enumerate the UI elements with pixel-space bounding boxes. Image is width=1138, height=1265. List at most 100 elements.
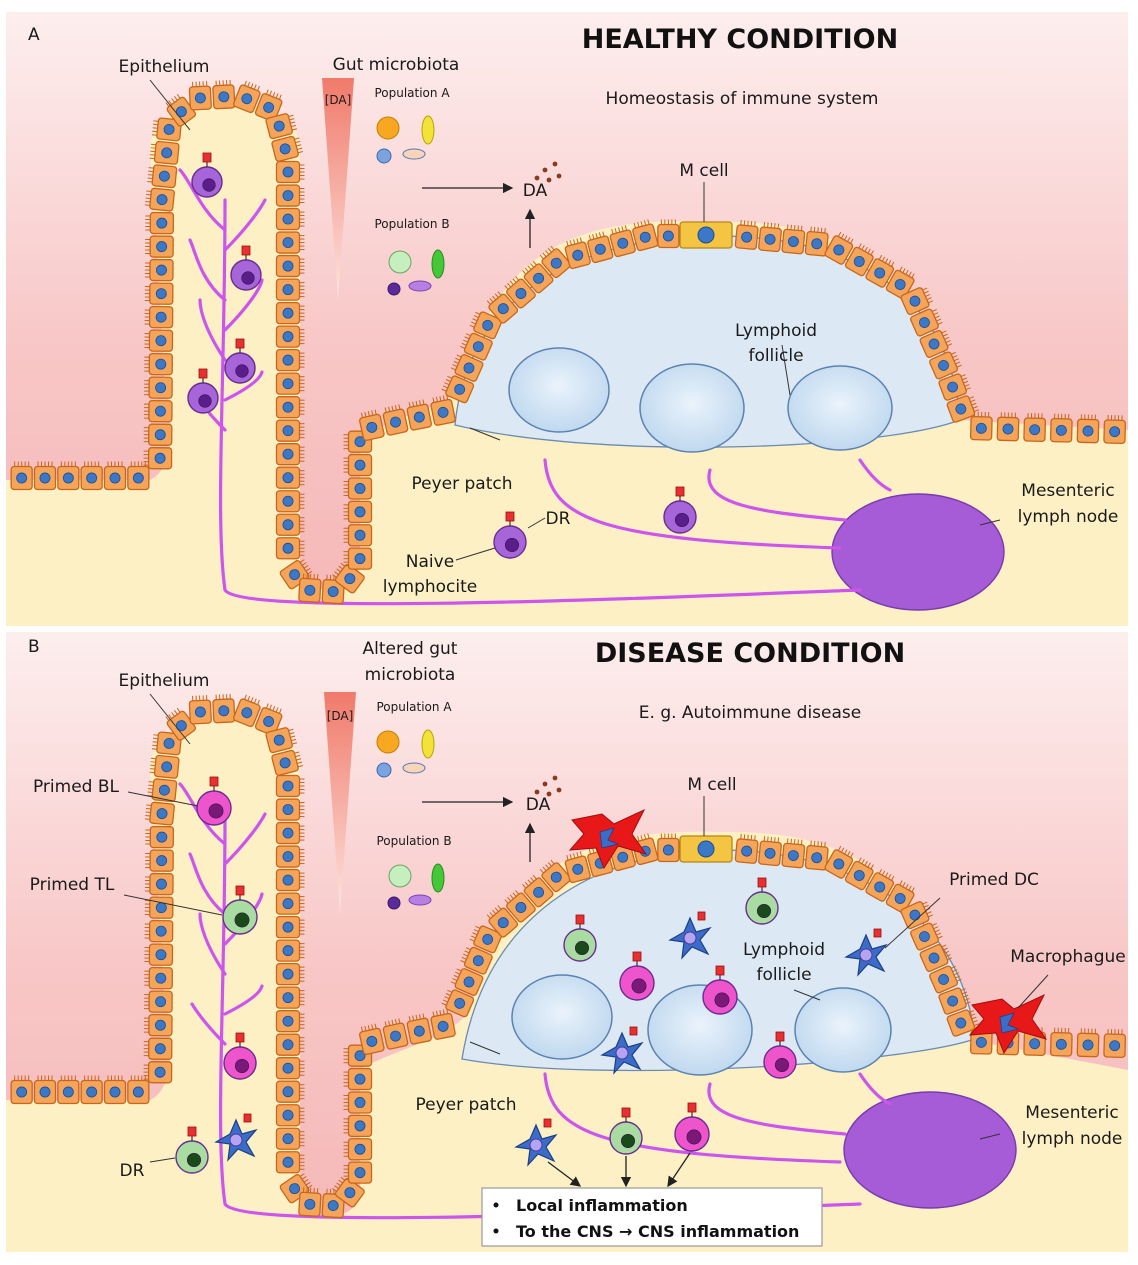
epithelial-cell-nucleus xyxy=(155,382,167,394)
epithelial-cell-nucleus xyxy=(741,231,753,243)
dopamine-molecule-dot xyxy=(552,161,558,167)
microvilli xyxy=(588,848,592,855)
epithelial-cell xyxy=(469,925,503,954)
microvilli xyxy=(301,562,307,566)
epithelial-cell-nucleus xyxy=(154,1019,166,1031)
microvilli xyxy=(922,901,928,905)
epithelial-cell xyxy=(1049,413,1073,443)
epithelial-cell-nucleus xyxy=(938,359,949,371)
dopamine-receptor-icon xyxy=(187,1126,197,1137)
callout-line xyxy=(149,1157,176,1163)
epithelial-cell xyxy=(321,574,345,605)
panel-a-follicle-label-1: Lymphoid xyxy=(735,321,817,341)
callout-line xyxy=(469,427,501,441)
epithelial-cell-nucleus xyxy=(354,1050,366,1062)
macrophage-nucleus xyxy=(599,827,620,849)
epithelial-cell xyxy=(359,409,385,441)
dopamine-receptor-icon xyxy=(629,1026,638,1036)
epithelial-cell-nucleus xyxy=(289,569,301,581)
epithelial-cell-nucleus xyxy=(282,331,294,343)
orange-coccus-icon xyxy=(376,116,400,140)
epithelial-cell xyxy=(145,235,174,258)
epithelial-cell-nucleus xyxy=(594,243,606,255)
microvilli xyxy=(299,1173,305,1177)
epithelial-cell-nucleus xyxy=(156,878,167,890)
microvilli xyxy=(542,252,547,258)
epithelial-cell-nucleus xyxy=(304,584,316,596)
microvilli xyxy=(408,1016,411,1022)
microvilli xyxy=(463,339,468,343)
microvilli xyxy=(442,999,448,1003)
panel-b-macrophague-label: Macrophague xyxy=(1010,947,1125,967)
naive-lymphocyte xyxy=(187,368,219,414)
epithelial-cell xyxy=(539,859,572,893)
epithelial-cell-nucleus xyxy=(853,256,865,267)
microvilli xyxy=(928,914,934,918)
microvilli xyxy=(947,957,953,961)
epithelial-cell xyxy=(212,79,236,110)
epithelial-cell-nucleus xyxy=(154,1066,166,1078)
microvilli xyxy=(456,354,462,358)
epithelial-cell xyxy=(734,219,759,250)
epithelial-cell xyxy=(151,117,182,142)
dopamine-receptor-icon xyxy=(775,1031,785,1042)
primed-b-lymphocyte-nucleus xyxy=(714,992,730,1008)
microvilli xyxy=(388,1020,391,1026)
microvilli xyxy=(472,318,478,322)
epithelial-cell xyxy=(144,801,175,826)
microvilli xyxy=(512,278,517,283)
epithelial-cell xyxy=(865,254,895,288)
epithelial-cell-nucleus xyxy=(282,827,294,839)
microvilli xyxy=(253,84,257,90)
microvilli xyxy=(452,364,458,368)
epithelial-cell xyxy=(587,231,614,264)
panel-a-subtitle: Homeostasis of immune system xyxy=(606,89,879,109)
microvilli xyxy=(173,96,178,101)
microvilli xyxy=(891,875,895,881)
epithelial-cell xyxy=(103,1075,127,1105)
epithelial-cell xyxy=(233,694,261,728)
microvilli xyxy=(470,321,476,325)
orange-coccus-icon xyxy=(376,730,400,754)
epithelial-cell xyxy=(275,537,305,560)
epithelial-cell xyxy=(144,187,175,212)
microvilli xyxy=(881,256,886,262)
microvilli xyxy=(442,1009,445,1015)
epithelial-cell-nucleus xyxy=(894,279,906,290)
dopamine-receptor-icon xyxy=(505,511,515,522)
epithelial-cell-nucleus xyxy=(282,874,294,886)
epithelial-cell-nucleus xyxy=(764,847,776,859)
dopamine-molecule-dot xyxy=(552,775,558,781)
microvilli xyxy=(933,926,939,930)
m-cell-nucleus xyxy=(697,840,715,858)
microvilli xyxy=(384,407,387,413)
epithelial-cell xyxy=(144,329,174,352)
microvilli xyxy=(934,929,940,933)
epithelial-cell xyxy=(80,461,103,491)
callout-line xyxy=(149,693,191,745)
dopamine-receptor-icon xyxy=(235,1032,245,1043)
epithelial-cell xyxy=(332,1176,365,1208)
panel-b-m-cell-label: M cell xyxy=(687,775,736,795)
epithelial-cell-nucleus xyxy=(279,143,291,155)
microvilli xyxy=(878,254,883,260)
lymphatic-vessel xyxy=(178,168,227,232)
epithelial-cell-nucleus xyxy=(833,244,845,256)
epithelial-cell-nucleus xyxy=(354,506,366,518)
microvilli xyxy=(963,380,969,384)
epithelial-cell-nucleus xyxy=(16,472,28,484)
microvilli xyxy=(504,899,509,904)
microvilli xyxy=(547,248,552,253)
epithelial-cell xyxy=(33,1075,57,1105)
microvilli xyxy=(456,968,462,972)
microvilli xyxy=(963,994,969,998)
microvilli xyxy=(884,872,889,878)
microvilli xyxy=(867,248,871,254)
microvilli xyxy=(937,321,943,325)
epithelial-cell xyxy=(343,1161,373,1184)
epithelial-cell-nucleus xyxy=(282,780,294,792)
microvilli xyxy=(391,405,394,411)
primed-b-lymphocyte xyxy=(702,965,738,1015)
epithelial-cell xyxy=(946,395,979,423)
epithelial-cell-nucleus xyxy=(787,850,799,861)
